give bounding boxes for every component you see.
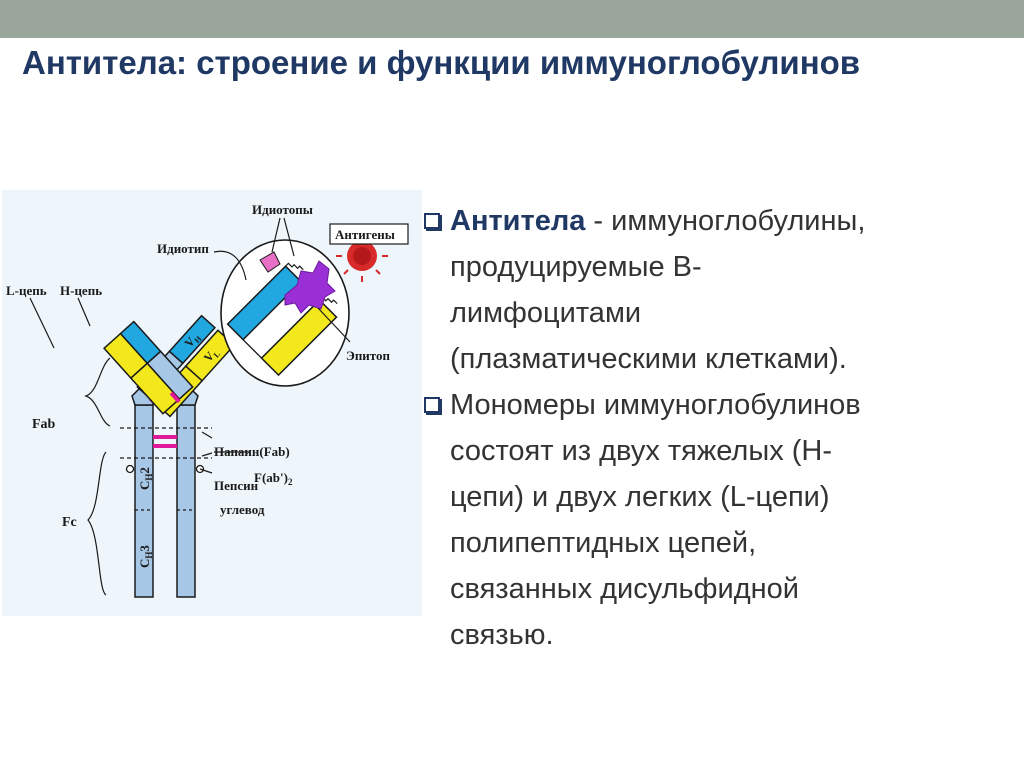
- idiotope-patch: [259, 251, 281, 273]
- antigen-sphere-core: [353, 247, 371, 265]
- label-l-chain: L-цепь: [6, 283, 47, 298]
- label-papain: Папаин(Fab): [214, 444, 290, 459]
- antibody-svg: CH2 CH3 CH1 VH CL VL: [2, 190, 422, 616]
- bullet-2-line-5: связанных дисульфидной: [450, 573, 799, 605]
- label-h-chain: Н-цепь: [60, 283, 102, 298]
- domain-vh-left: [168, 314, 216, 365]
- domain-vl-right: [103, 332, 149, 380]
- bullet-antibodies: Антитела - иммуноглобулины, продуцируемы…: [424, 198, 1014, 382]
- label-idiotopes: Идиотопы: [252, 202, 313, 217]
- carbohydrate-left: [125, 464, 135, 474]
- bullet-1-line-1: Антитела - иммуноглобулины,: [450, 205, 866, 237]
- label-fc: Fc: [62, 515, 77, 530]
- bullet-1-line-3: лимфоцитами: [450, 297, 642, 329]
- fc-bracket: [87, 451, 107, 596]
- label-pepsin: Пепсин: [214, 478, 259, 493]
- magnified-domains: [226, 262, 338, 377]
- checkbox-bullet-icon: [424, 397, 440, 413]
- heavy-chain-fc-right: [176, 404, 196, 598]
- label-epitope: Эпитоп: [346, 348, 391, 363]
- leader-lines: [29, 217, 351, 474]
- antibody-diagram: CH2 CH3 CH1 VH CL VL: [2, 190, 422, 616]
- bullet-2-line-3: цепи) и двух легких (L-цепи): [450, 481, 830, 513]
- fab-bracket: [84, 357, 111, 427]
- label-idiotype: Идиотип: [157, 241, 209, 256]
- bullet-1-line-2: продуцируемые В-: [450, 251, 702, 283]
- bullet-2-line-4: полипептидных цепей,: [450, 527, 757, 559]
- antigens-label-box: [329, 223, 409, 245]
- bullet-2-line-1: Мономеры иммуноглобулинов: [450, 389, 861, 421]
- disulfide-bond-right: [169, 391, 181, 404]
- term-antibodies: Антитела: [450, 205, 586, 237]
- magnified-vl: [260, 299, 338, 377]
- bullet-2-line-6: связью.: [450, 619, 554, 651]
- domain-ch2: CH2: [137, 467, 154, 490]
- label-fab: Fab: [32, 417, 56, 432]
- label-carbohydrate: углевод: [220, 502, 265, 517]
- bullet-list: Антитела - иммуноглобулины, продуцируемы…: [424, 198, 1014, 658]
- antigen-shape: [284, 260, 336, 314]
- disulfide-bond-hinge-2: [153, 444, 177, 448]
- domain-ch3: CH3: [137, 545, 154, 568]
- checkbox-bullet-icon: [424, 213, 440, 229]
- bullet-2-line-2: состоят из двух тяжелых (Н-: [450, 435, 833, 467]
- disulfide-bond-hinge-1: [153, 435, 177, 439]
- top-bar: [0, 0, 1024, 38]
- page-title: Антитела: строение и функции иммуноглобу…: [22, 44, 861, 81]
- bullet-monomers: Мономеры иммуноглобулинов состоят из дву…: [424, 382, 1014, 658]
- bullet-1-line-4: (плазматическими клетками).: [450, 343, 847, 375]
- right-arm: [103, 320, 194, 415]
- label-fab2: F(ab')2: [254, 470, 293, 487]
- label-antigens: Антигены: [335, 227, 395, 242]
